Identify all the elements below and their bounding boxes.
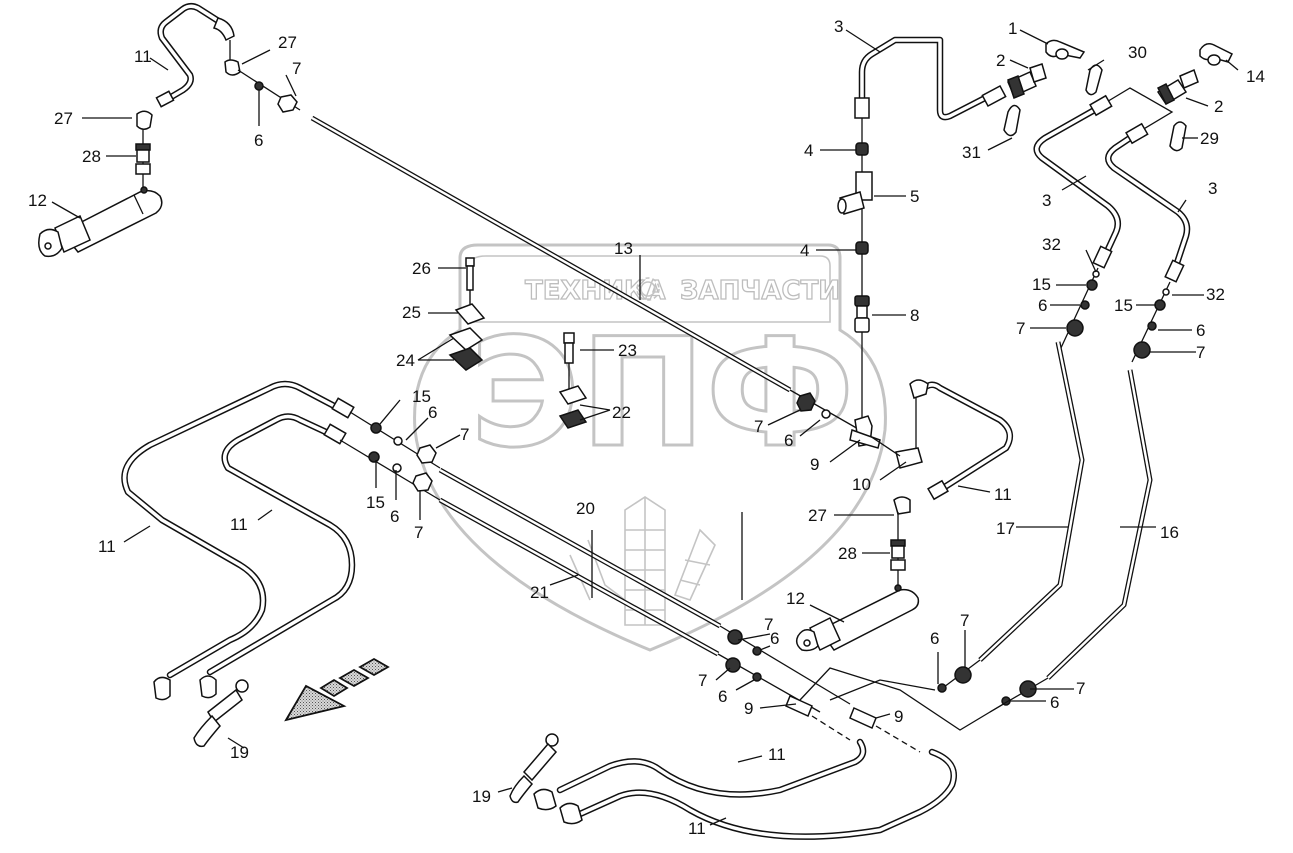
callout: 3	[834, 17, 843, 36]
watermark: ТЕХНИКА ЗАПЧАСТИ ЭПФ	[413, 243, 887, 652]
callout: 19	[472, 787, 491, 806]
callout: 27	[54, 109, 73, 128]
connection-bracket	[1099, 87, 1174, 137]
callout: 15	[366, 493, 385, 512]
callout: 26	[412, 259, 431, 278]
callout: 11	[230, 515, 248, 534]
callout: 5	[910, 187, 919, 206]
fitting-10	[895, 447, 923, 469]
watermark-shield	[413, 243, 887, 652]
callout: 7	[292, 59, 301, 78]
watermark-wheat-icon	[569, 496, 716, 626]
callout: 11	[768, 745, 786, 764]
callout: 8	[910, 306, 919, 325]
callout: 20	[576, 499, 595, 518]
nut	[277, 94, 298, 113]
elbow-fitting	[212, 17, 235, 42]
callout: 7	[414, 523, 423, 542]
callout: 7	[1196, 343, 1205, 362]
tag-31	[1003, 104, 1021, 137]
callout: 12	[28, 191, 47, 210]
callout: 25	[402, 303, 421, 322]
callout: 28	[838, 544, 857, 563]
callout: 29	[1200, 129, 1219, 148]
center-vertical-assembly	[837, 36, 1007, 449]
left-hose-pair	[121, 380, 356, 748]
callout: 27	[808, 506, 827, 525]
callout: 27	[278, 33, 297, 52]
callout: 11	[994, 485, 1012, 504]
callout: 23	[618, 341, 637, 360]
callout: 2	[1214, 97, 1223, 116]
callout: 15	[1114, 296, 1133, 315]
callout: 9	[810, 455, 819, 474]
elbow-fitting	[136, 110, 153, 130]
callout-labels: 1 2 2 3 3 3 4 4 5 6 6 6 6 6 6 6 6 6 6 7 …	[28, 17, 1265, 838]
callout: 15	[1032, 275, 1051, 294]
callout: 11	[134, 47, 152, 66]
callout: 4	[800, 241, 809, 260]
callout: 13	[614, 239, 633, 258]
tube-16	[1046, 369, 1153, 680]
leader-lines	[51, 29, 1239, 826]
clamp-assembly-left	[448, 257, 486, 371]
travel-direction-arrow	[284, 657, 390, 722]
clamp-assembly-center	[558, 332, 588, 429]
hydraulic-cylinder	[38, 186, 163, 258]
callout: 7	[1016, 319, 1025, 338]
callout: 16	[1160, 523, 1179, 542]
callout: 10	[852, 475, 871, 494]
callout: 6	[784, 431, 793, 450]
callout: 12	[786, 589, 805, 608]
quick-coupler-left	[1007, 39, 1086, 99]
callout: 19	[230, 743, 249, 762]
callout: 32	[1042, 235, 1061, 254]
watermark-monogram: ЭПФ	[470, 307, 854, 481]
callout: 15	[412, 387, 431, 406]
callout: 11	[98, 537, 116, 556]
tag-29	[1169, 121, 1187, 152]
callout: 17	[996, 519, 1015, 538]
callout: 11	[688, 819, 706, 838]
callout: 7	[460, 425, 469, 444]
callout: 1	[1008, 19, 1017, 38]
callout: 2	[996, 51, 1005, 70]
callout: 6	[428, 403, 437, 422]
callout: 7	[1076, 679, 1085, 698]
callout: 6	[1038, 296, 1047, 315]
callout: 9	[744, 699, 753, 718]
callout: 6	[1196, 321, 1205, 340]
callout: 7	[764, 615, 773, 634]
callout: 28	[82, 147, 101, 166]
callout: 6	[718, 687, 727, 706]
callout: 6	[390, 507, 399, 526]
hose-end-19-bottom	[509, 733, 559, 804]
callout: 21	[530, 583, 549, 602]
callout: 7	[698, 671, 707, 690]
callout: 7	[754, 417, 763, 436]
callout: 3	[1208, 179, 1217, 198]
callout: 6	[930, 629, 939, 648]
callout: 6	[770, 629, 779, 648]
callout: 22	[612, 403, 631, 422]
watermark-text-right: ЗАПЧАСТИ	[680, 276, 840, 306]
callout: 31	[962, 143, 981, 162]
top-left-cylinder-group	[38, 3, 301, 258]
hydraulic-cylinder-right	[795, 496, 920, 652]
callout: 6	[254, 131, 263, 150]
callout: 7	[960, 611, 969, 630]
callout: 9	[894, 707, 903, 726]
quick-coupler-right	[1156, 43, 1234, 106]
callout: 30	[1128, 43, 1147, 62]
callout: 24	[396, 351, 415, 370]
hose-end-19-left	[193, 679, 249, 748]
callout: 32	[1206, 285, 1225, 304]
callout: 6	[1050, 693, 1059, 712]
watermark-banner	[469, 255, 831, 323]
callout: 4	[804, 141, 813, 160]
callout: 14	[1246, 67, 1265, 86]
gear-icon	[636, 277, 660, 301]
callout: 3	[1042, 191, 1051, 210]
